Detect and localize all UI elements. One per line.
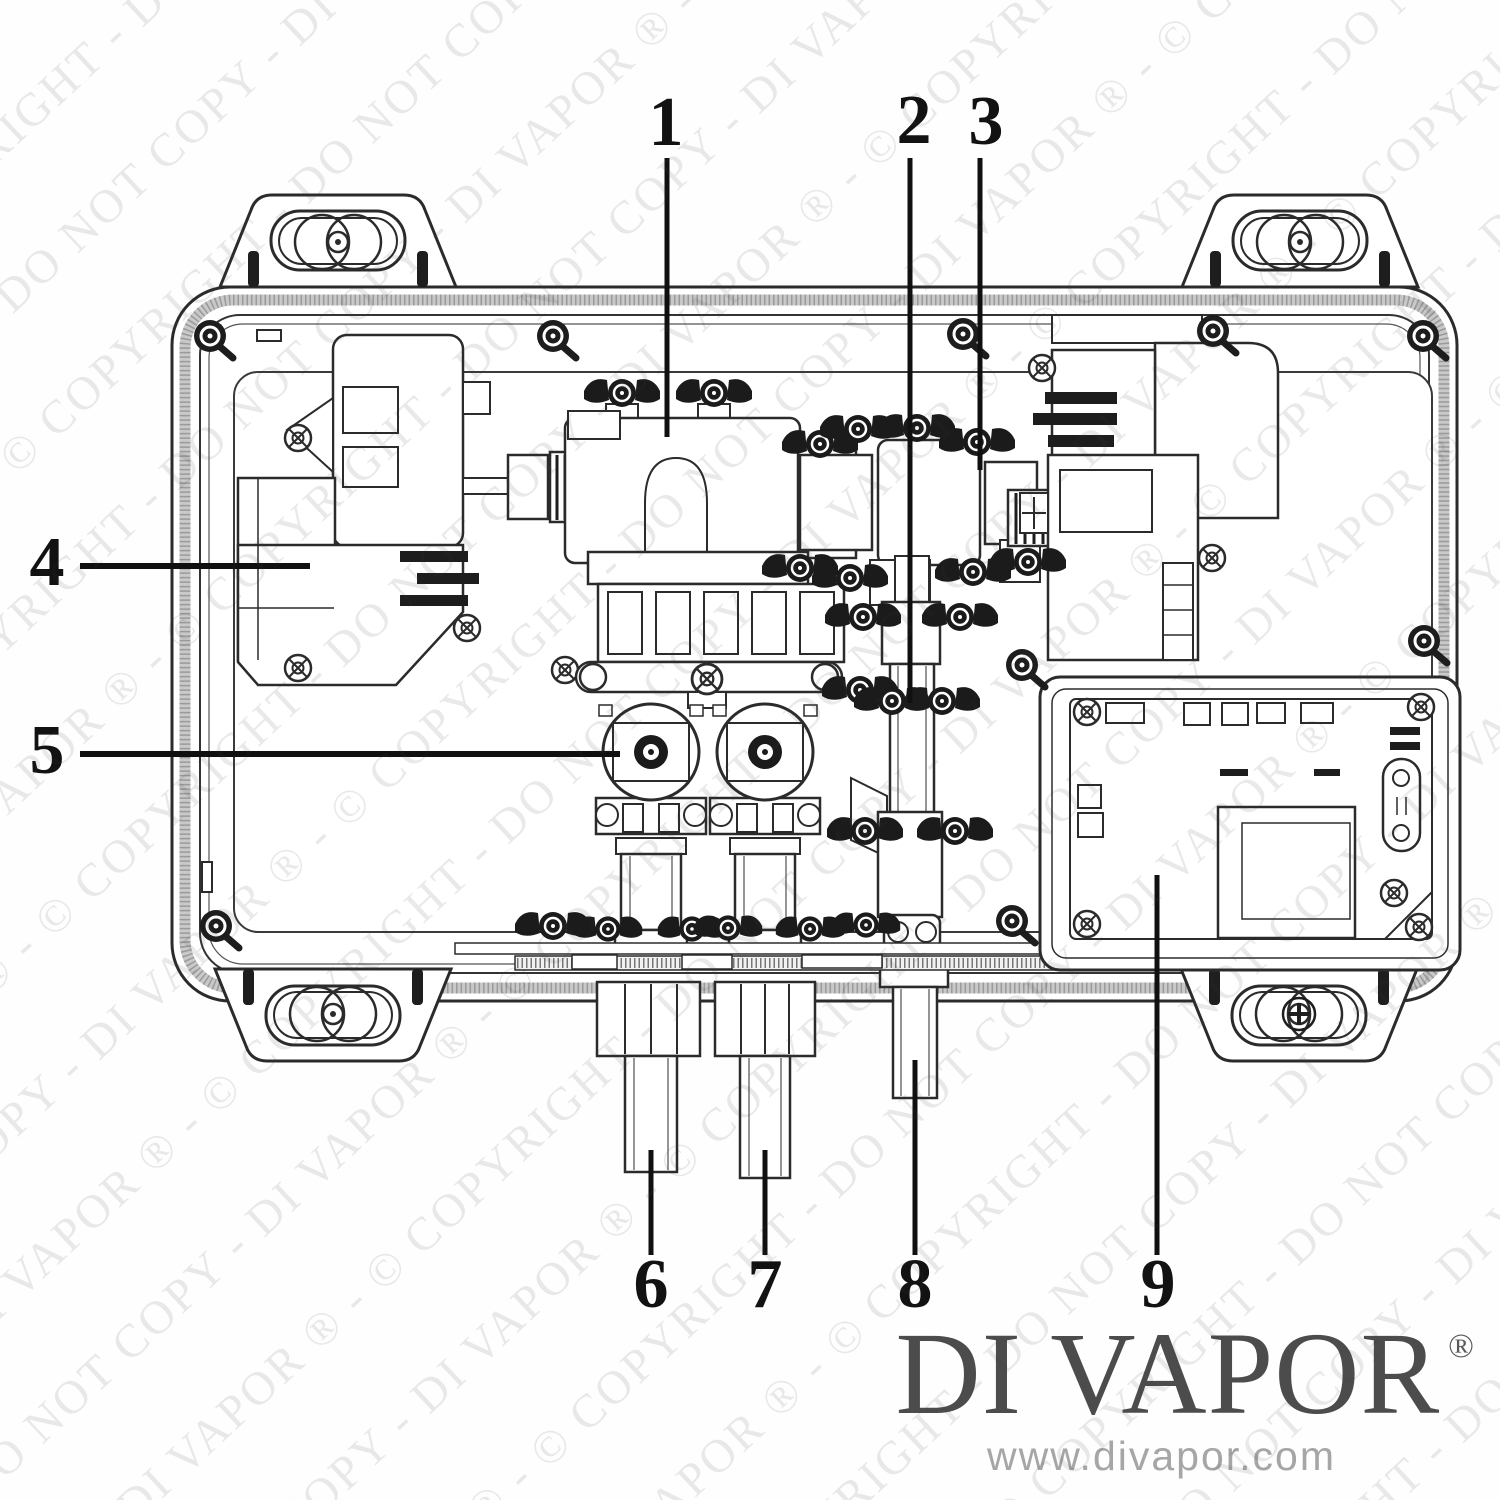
latch-slot xyxy=(256,329,282,342)
pump-dome xyxy=(644,456,708,559)
right-motor-assembly xyxy=(1019,314,1280,662)
callout-3: 3 xyxy=(968,83,1004,160)
callout-6: 6 xyxy=(633,1246,669,1323)
callout-4: 4 xyxy=(29,524,65,601)
registered-trademark-icon: ® xyxy=(1448,1328,1474,1365)
control-box xyxy=(1038,675,1462,972)
callout-1: 1 xyxy=(648,84,684,161)
mounting-tabs xyxy=(213,193,1420,1063)
tab-center-screw xyxy=(1281,996,1317,1032)
compression-nut-left xyxy=(595,980,702,1058)
brand-website: www.divapor.com xyxy=(986,1433,1336,1480)
leader-lines xyxy=(80,158,1160,1255)
outlet-fittings xyxy=(595,980,817,1180)
callout-2: 2 xyxy=(896,82,932,159)
coupling xyxy=(506,453,550,521)
latch-slot xyxy=(201,861,213,893)
brand-logo: DI VAPOR® www.divapor.com xyxy=(896,1313,1475,1480)
callout-9: 9 xyxy=(1140,1246,1176,1323)
brand-name: DI VAPOR xyxy=(895,1308,1441,1439)
callout-7: 7 xyxy=(747,1246,783,1323)
callout-5: 5 xyxy=(29,712,65,789)
cable-connector xyxy=(1381,757,1422,853)
callout-8: 8 xyxy=(897,1246,933,1323)
